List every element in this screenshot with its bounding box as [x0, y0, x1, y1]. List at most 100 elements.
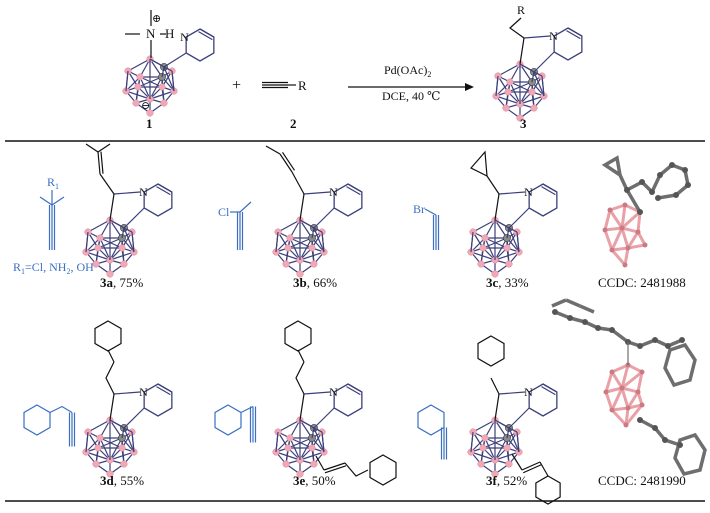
bond-ch-n	[303, 191, 331, 195]
xray-carbon-atom	[552, 309, 558, 315]
cage-bond	[470, 231, 474, 253]
boron-atom	[94, 244, 102, 252]
xray-cage-bond	[636, 371, 644, 393]
boron-atom	[120, 460, 128, 468]
cage-bond	[494, 419, 510, 429]
xray-boron-atom	[642, 242, 648, 248]
bond-cage-pyridine	[163, 52, 187, 68]
ammonium-n: N	[146, 26, 156, 41]
cage-bond	[109, 451, 135, 461]
bond-cage-pyridine	[123, 407, 145, 429]
xray-boron-atom	[607, 207, 613, 213]
boron-atom	[106, 470, 114, 478]
boron-atom	[296, 470, 304, 478]
ccdc-label-2: CCDC: 2481990	[598, 473, 686, 488]
cage-bond	[313, 227, 323, 233]
cage-bond	[121, 427, 125, 439]
bond-chain	[511, 453, 523, 471]
methyl	[97, 143, 111, 153]
reagent-r1: R1	[47, 175, 59, 191]
boron-atom	[481, 234, 489, 242]
cage-bond	[484, 237, 496, 261]
xray-pyridine	[663, 342, 697, 388]
xray-cyclopropyl	[601, 155, 623, 179]
double-bond	[347, 183, 363, 193]
pyridine-ring	[143, 383, 173, 417]
cage-bond	[508, 227, 518, 233]
cage-bond	[494, 451, 520, 461]
xray-cage-bond	[603, 229, 614, 251]
xray-carbon-atom	[567, 315, 573, 321]
bond-ch-n	[113, 391, 141, 395]
methyl	[265, 145, 281, 155]
cage-bond	[299, 451, 325, 461]
compound-label-3a: 3a, 75%	[100, 275, 144, 290]
xray-boron-atom	[625, 405, 631, 411]
pyridine-n: N	[524, 385, 533, 399]
xray-cage-bond	[620, 387, 630, 409]
boron-atom	[286, 234, 294, 242]
cage-bond	[533, 71, 543, 77]
double-bond	[347, 383, 363, 393]
double-bond	[199, 28, 215, 38]
bond-cage-pyridine	[313, 207, 335, 229]
cage-bond	[275, 431, 279, 453]
bond-chain	[424, 208, 437, 216]
xray-carbon-atom	[637, 417, 643, 423]
negative-charge-icon: ⊖	[141, 100, 150, 112]
methyl	[239, 201, 252, 213]
methyl	[51, 196, 65, 206]
cage-bond	[509, 81, 521, 105]
bond-chain	[105, 361, 115, 395]
double-bond	[346, 386, 361, 396]
pyridine-n: N	[329, 385, 338, 399]
xray-boron-atom	[635, 389, 641, 395]
xray-bond	[610, 328, 630, 344]
cage-bond	[495, 75, 499, 97]
compound-label-3f: 3f, 52%	[486, 473, 527, 488]
bond	[99, 173, 115, 195]
xray-cage-bond	[636, 211, 642, 233]
cage-bond	[109, 219, 125, 229]
xray-carbon-atom	[637, 343, 643, 349]
bond-chain	[344, 462, 369, 477]
crystal-structure-1	[601, 155, 691, 268]
bond-chain	[240, 405, 254, 414]
cage-bond	[123, 427, 133, 433]
bond-ch-cage	[519, 37, 525, 65]
cage-bond	[508, 427, 520, 453]
boron-atom	[479, 244, 487, 252]
boron-atom	[310, 260, 318, 268]
xray-carbon-atom	[679, 337, 685, 343]
double-bond	[346, 186, 361, 196]
cage-bond	[289, 437, 301, 461]
cage-bond	[299, 219, 315, 229]
xray-cage-bond	[624, 404, 644, 426]
xray-cage-bond	[605, 386, 623, 394]
double-bond	[521, 461, 541, 471]
cage-bond	[506, 227, 510, 239]
cage-bond	[311, 427, 315, 439]
cyclohexane-ring	[94, 320, 122, 352]
double-bond	[541, 186, 556, 196]
xray-bond	[579, 304, 595, 314]
xray-cage-bond	[610, 227, 624, 251]
bond	[291, 171, 305, 195]
xray-boron-atom	[609, 247, 615, 253]
reagent-cyclohexane	[23, 404, 51, 436]
xray-carbon-atom	[677, 442, 683, 448]
compound-label-3b: 3b, 66%	[293, 275, 337, 290]
cage-bond	[161, 66, 165, 78]
cage-bond	[127, 58, 151, 72]
cyclohexane-ring	[369, 454, 397, 486]
boron-atom	[491, 470, 499, 478]
xray-carbon-atom	[609, 327, 615, 333]
xray-cage-bond	[609, 203, 626, 212]
compound-label-3: 3	[520, 116, 527, 131]
xray-bond	[625, 189, 642, 213]
cage-bond	[519, 81, 533, 105]
xray-cage-bond	[611, 246, 629, 252]
xray-carbon-atom	[582, 319, 588, 325]
xray-bond	[551, 298, 567, 308]
xray-bond	[650, 174, 662, 193]
